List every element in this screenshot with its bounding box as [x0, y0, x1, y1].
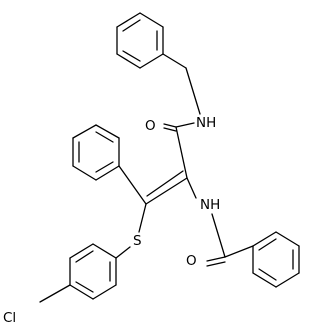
bond	[139, 12, 164, 28]
benzamide-nh-label: NH	[200, 197, 220, 213]
bond	[138, 203, 147, 233]
bond	[162, 53, 187, 69]
bond	[72, 165, 97, 181]
bond-inner	[146, 170, 184, 197]
phenyl-ring	[72, 124, 120, 181]
bond-inner	[122, 50, 141, 62]
bond	[145, 177, 188, 205]
bond	[69, 243, 94, 259]
chlorine-label: Cl	[3, 310, 16, 326]
bond	[252, 231, 277, 247]
bond	[69, 284, 94, 300]
bond	[116, 53, 141, 69]
bond	[95, 165, 120, 181]
sulfur-label: S	[133, 233, 142, 249]
bond	[186, 177, 197, 199]
bond	[163, 127, 177, 132]
bond	[92, 284, 117, 300]
bond	[224, 245, 254, 258]
bond-inner	[258, 268, 277, 281]
bond	[175, 126, 188, 179]
amide-o-label: O	[145, 118, 156, 134]
bond	[211, 213, 226, 258]
bond	[275, 272, 300, 288]
bond	[118, 165, 147, 205]
bond	[92, 243, 117, 259]
bond	[115, 246, 131, 259]
bond-inner	[95, 161, 114, 173]
chlorophenyl-ring	[69, 243, 117, 300]
bond-inner	[258, 238, 277, 251]
bond	[163, 123, 177, 128]
bond	[206, 256, 226, 262]
bond	[139, 53, 164, 69]
bond	[39, 284, 71, 303]
bond	[185, 67, 201, 115]
bond	[116, 12, 141, 28]
bond	[252, 272, 277, 288]
benzamide-o-label: O	[186, 253, 197, 269]
benzyl-phenyl-ring	[116, 12, 164, 69]
bond	[275, 231, 300, 247]
bond-inner	[122, 19, 141, 32]
bond-inner	[75, 281, 94, 293]
amide-nh-label: NH	[196, 115, 216, 131]
bond-inner	[75, 250, 94, 263]
bond	[206, 261, 226, 267]
bond-inner	[95, 131, 114, 143]
bond	[95, 124, 120, 139]
benzoyl-phenyl-ring	[252, 231, 300, 288]
bond	[175, 122, 195, 128]
bond	[72, 124, 97, 139]
